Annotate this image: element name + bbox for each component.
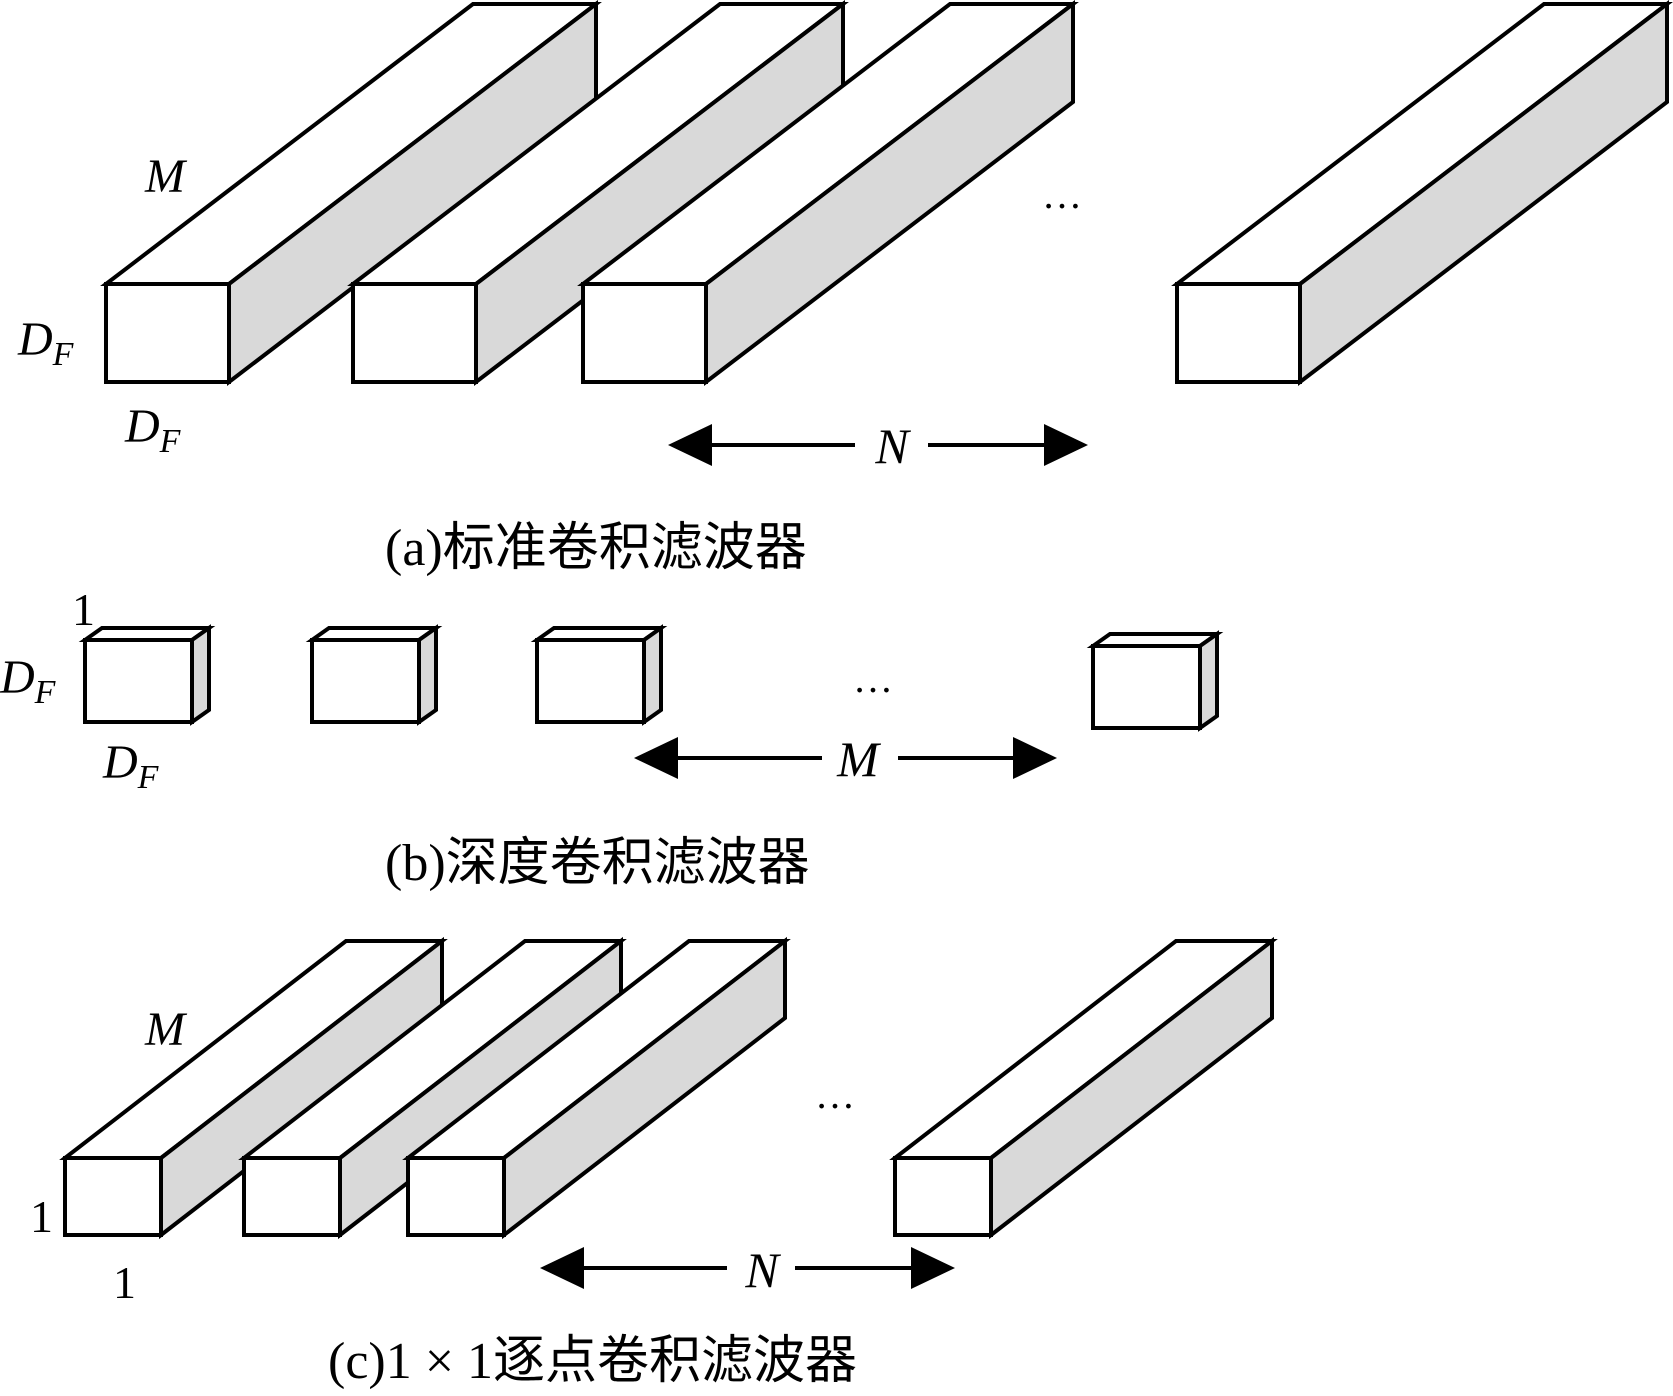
panel-a-count-label: N [874,418,911,474]
panel-b-caption: (b)深度卷积滤波器 [385,835,810,892]
panel-c-filter-1 [59,936,448,1240]
panel-c-filter-4 [889,936,1278,1240]
panel-a-width-label: DF [124,400,182,460]
panel-c-filter-3-front-face [406,1156,506,1237]
panel-a-count-arrow: N [668,418,1088,474]
panel-c-ellipsis: … [815,1072,855,1117]
panel-b-depth-label: 1 [72,584,95,635]
panel-b-filter-2-side-face [417,624,438,726]
panel-a-ellipsis: … [1042,172,1082,217]
panel-b-filter-2-front-face [310,638,421,724]
panel-c-width-label: 1 [113,1257,136,1308]
panel-c-filter-1-front-face [63,1156,163,1237]
panel-b-ellipsis: … [853,656,893,701]
panel-b-filter-4 [1086,630,1224,732]
panel-a-filter-3 [577,0,1079,387]
panel-b-filter-2 [305,624,443,726]
panel-a-filter-3-front-face [581,282,708,384]
panel-c-filter-4-front-face [893,1156,993,1237]
panel-c-depth-label: M [144,1003,188,1056]
panel-b-filter-4-front-face [1091,644,1202,730]
panel-a-filter-2 [347,0,849,387]
panel-b-filter-3-side-face [642,624,663,726]
panel-b-filter-3 [530,624,668,726]
panel-b-filters [78,624,1224,732]
panel-b-filter-1 [78,624,216,726]
panel-a-height-label: DF [17,313,75,373]
panel-b-height-label: DF [0,651,57,711]
panel-a-caption: (a)标准卷积滤波器 [385,520,807,577]
panel-a-filter-2-front-face [351,282,478,384]
panel-b-filter-1-side-face [190,624,211,726]
panel-b-count-arrow: M [634,731,1057,787]
panel-a-filter-1-front-face [104,282,231,384]
panel-c-filter-3 [402,936,791,1240]
panel-a-depth-label: M [144,150,188,203]
panel-a-filter-4 [1171,0,1673,387]
panel-c-count-arrow: N [540,1242,955,1298]
panel-b-filter-1-front-face [83,638,194,724]
panel-c-count-label: N [744,1242,781,1298]
panel-b-count-label: M [836,731,881,787]
panel-c-filter-2-front-face [242,1156,342,1237]
panel-c-height-label: 1 [30,1191,53,1242]
panel-c-caption: (c)1 × 1逐点卷积滤波器 [328,1333,857,1390]
panel-a-filter-1 [100,0,602,387]
panel-b-filter-4-side-face [1198,630,1219,732]
panel-a-filter-4-front-face [1175,282,1302,384]
panel-b-filter-3-front-face [535,638,646,724]
panel-c-filters [59,936,1278,1240]
panel-b-width-label: DF [102,736,160,796]
panel-a-filters [100,0,1673,387]
